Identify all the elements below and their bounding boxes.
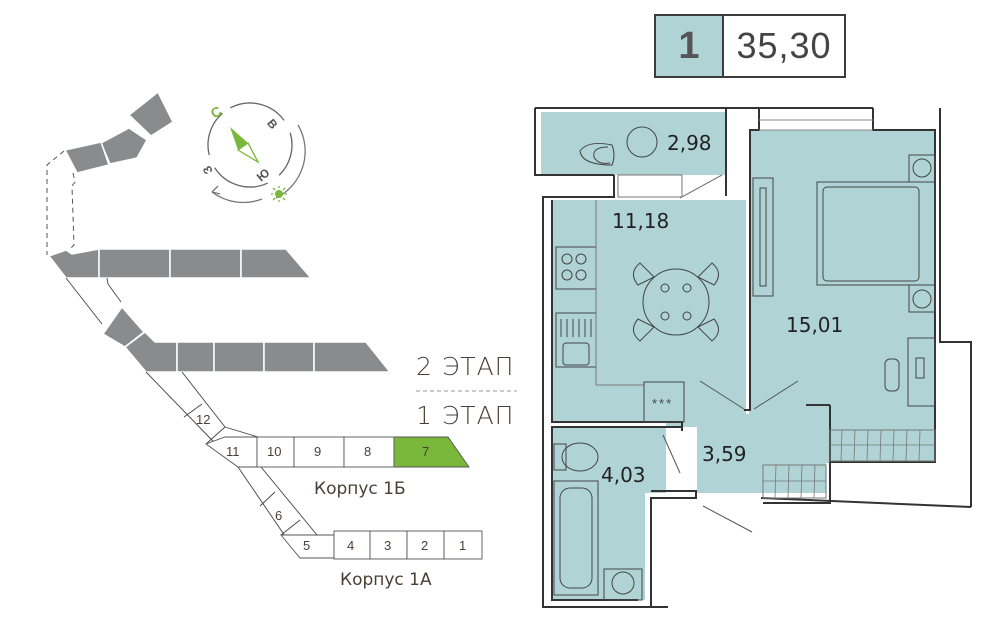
section-4[interactable]: 4: [347, 538, 355, 553]
bathroom-area: 4,03: [601, 463, 646, 487]
bedroom-area: 15,01: [786, 313, 844, 337]
bedroom-room: [749, 130, 936, 463]
stage-1-label: 1 ЭТАП: [416, 401, 515, 430]
total-area: 35,30: [736, 25, 832, 66]
bathroom-room: [552, 427, 666, 600]
section-2[interactable]: 2: [421, 538, 429, 553]
korpus-1a-label: Корпус 1А: [340, 570, 432, 590]
section-11[interactable]: 11: [226, 444, 240, 459]
stage-2-label: 2 ЭТАП: [416, 352, 515, 381]
sun-icon: [271, 186, 287, 202]
compass-icon: [207, 102, 306, 204]
section-10[interactable]: 10: [267, 444, 282, 459]
balcony-area: 2,98: [667, 131, 712, 155]
section-1[interactable]: 1: [459, 538, 467, 553]
rooms-count: 1: [656, 16, 724, 76]
kitchen-area: 11,18: [612, 209, 670, 233]
apartment-summary: 1 35,30: [654, 14, 846, 78]
section-5[interactable]: 5: [303, 538, 311, 553]
section-6[interactable]: 6: [275, 508, 283, 523]
rotation-arrow-icon: [211, 185, 221, 195]
section-7[interactable]: 7: [422, 444, 430, 459]
floor-plan: [534, 107, 972, 608]
section-8[interactable]: 8: [364, 444, 372, 459]
site-plan: [46, 90, 517, 560]
section-9[interactable]: 9: [314, 444, 322, 459]
kitchen-cabinet-label: ***: [652, 396, 674, 411]
section-3[interactable]: 3: [384, 538, 392, 553]
hallway-room: [666, 414, 826, 493]
selected-section-7: [393, 436, 470, 468]
hallway-area: 3,59: [702, 442, 747, 466]
balcony-room: [541, 112, 726, 175]
stage-2-buildings: [47, 90, 392, 373]
kitchen-room: [552, 200, 746, 422]
section-12[interactable]: 12: [196, 412, 211, 427]
korpus-1b-label: Корпус 1Б: [314, 479, 406, 499]
